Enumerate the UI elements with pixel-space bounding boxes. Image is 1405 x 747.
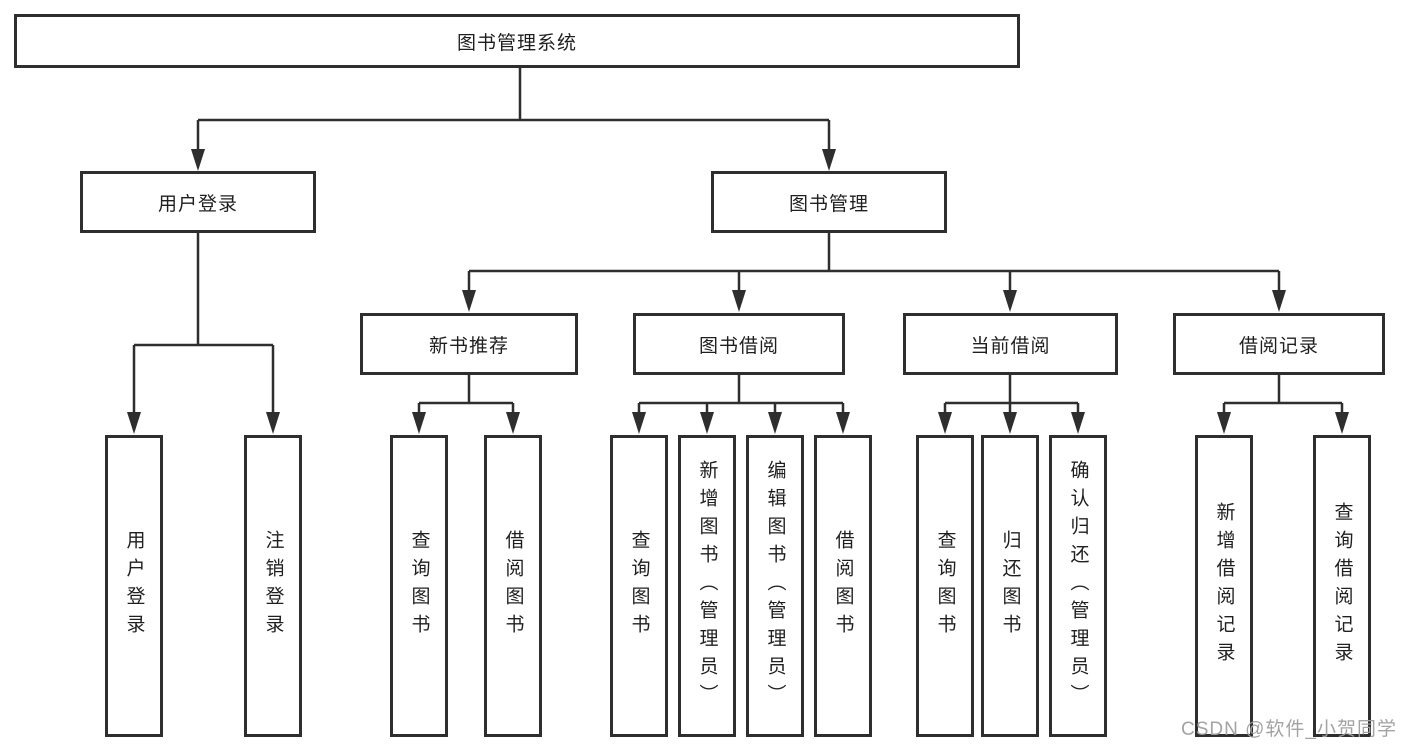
node-current-borrowing: 当前借阅 [903, 313, 1118, 375]
node-user-login-module: 用户登录 [80, 171, 316, 233]
leaf-add-books-admin: 新增图书（管理员） [678, 435, 736, 737]
leaf-add-books-admin-label: 新增图书（管理员） [696, 460, 718, 712]
leaf-user-login: 用户登录 [105, 435, 163, 737]
node-current-borrowing-label: 当前借阅 [970, 335, 1051, 357]
arrowheads [127, 149, 1349, 434]
leaf-query-borrow-record-label: 查询借阅记录 [1331, 502, 1353, 670]
node-book-borrowing-label: 图书借阅 [698, 335, 779, 357]
leaf-return-books: 归还图书 [981, 435, 1039, 737]
csdn-watermark: CSDN @软件_小贺同学 [1181, 719, 1397, 740]
node-new-book-recommendation-label: 新书推荐 [428, 335, 509, 357]
leaf-confirm-return-admin-label: 确认归还（管理员） [1067, 460, 1089, 712]
leaf-confirm-return-admin: 确认归还（管理员） [1049, 435, 1107, 737]
leaf-borrow-books-recommend-label: 借阅图书 [502, 530, 524, 642]
node-root-library-system: 图书管理系统 [14, 14, 1020, 68]
leaf-query-books-current-label: 查询图书 [934, 530, 956, 642]
leaf-return-books-label: 归还图书 [999, 530, 1021, 642]
leaf-logout-label: 注销登录 [262, 530, 284, 642]
leaf-borrow-books-borrowing: 借阅图书 [814, 435, 872, 737]
leaf-borrow-books-borrowing-label: 借阅图书 [832, 530, 854, 642]
leaf-edit-books-admin-label: 编辑图书（管理员） [764, 460, 786, 712]
leaf-logout: 注销登录 [244, 435, 302, 737]
node-user-login-label: 用户登录 [157, 193, 238, 215]
node-book-borrowing: 图书借阅 [633, 313, 845, 375]
leaf-user-login-label: 用户登录 [123, 530, 145, 642]
leaf-query-books-borrowing: 查询图书 [610, 435, 668, 737]
leaf-edit-books-admin: 编辑图书（管理员） [746, 435, 804, 737]
node-new-book-recommendation: 新书推荐 [360, 313, 578, 375]
node-book-management-label: 图书管理 [788, 193, 869, 215]
node-borrowing-records-label: 借阅记录 [1238, 335, 1319, 357]
leaf-query-books-borrowing-label: 查询图书 [628, 530, 650, 642]
node-book-management-module: 图书管理 [711, 171, 947, 233]
leaf-query-borrow-record: 查询借阅记录 [1313, 435, 1371, 737]
leaf-query-books-recommend: 查询图书 [390, 435, 448, 737]
leaf-query-books-recommend-label: 查询图书 [408, 530, 430, 642]
leaf-query-books-current: 查询图书 [916, 435, 974, 737]
leaf-borrow-books-recommend: 借阅图书 [484, 435, 542, 737]
node-root-label: 图书管理系统 [456, 32, 577, 54]
node-borrowing-records: 借阅记录 [1173, 313, 1385, 375]
leaf-add-borrow-record: 新增借阅记录 [1195, 435, 1253, 737]
leaf-add-borrow-record-label: 新增借阅记录 [1213, 502, 1235, 670]
